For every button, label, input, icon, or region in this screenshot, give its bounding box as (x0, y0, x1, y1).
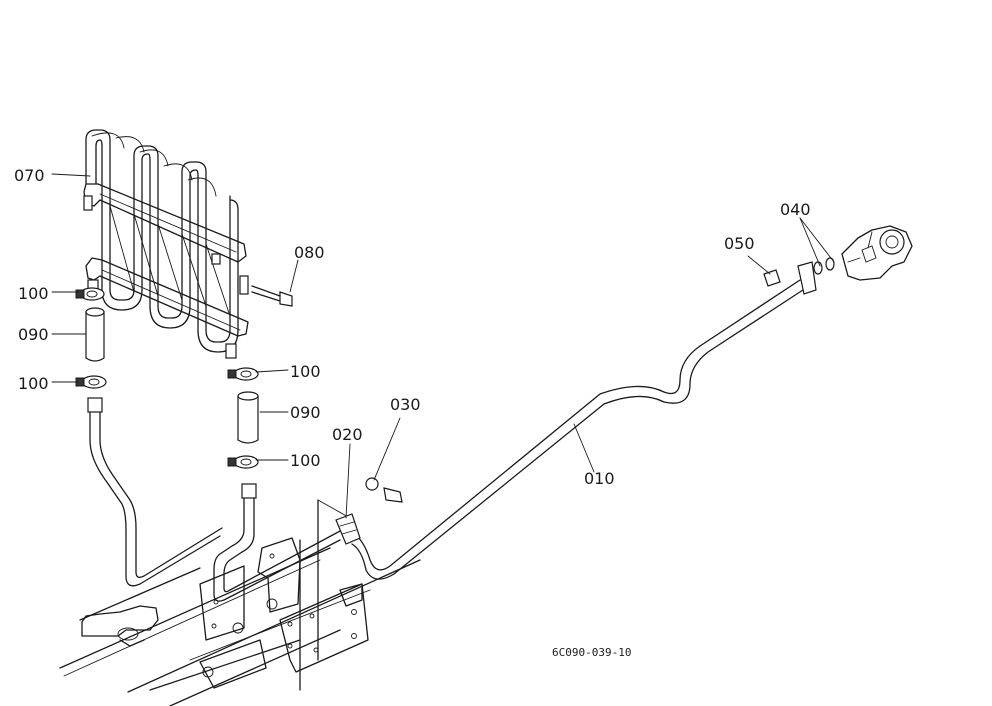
drawing-code: 6C090-039-10 (552, 646, 631, 659)
chassis-frame (59, 499, 421, 706)
label-070: 070 (14, 166, 45, 185)
label-010: 010 (584, 469, 615, 488)
oil-cooler (83, 129, 249, 359)
label-020: 020 (332, 425, 363, 444)
label-100-b: 100 (18, 374, 49, 393)
label-090-b: 090 (290, 403, 321, 422)
leader-lines (51, 173, 835, 519)
plug-030 (365, 477, 403, 503)
label-040: 040 (780, 200, 811, 219)
hoses (85, 307, 259, 444)
bolt-080 (251, 285, 293, 307)
label-090-a: 090 (18, 325, 49, 344)
label-050: 050 (724, 234, 755, 253)
main-pipe-010 (351, 279, 807, 580)
label-100-d: 100 (290, 451, 321, 470)
pump-assembly (763, 225, 913, 295)
label-100-a: 100 (18, 284, 49, 303)
label-080: 080 (294, 243, 325, 262)
fitting-020 (335, 513, 361, 545)
hose-clamps (75, 287, 259, 469)
return-pipes (87, 397, 343, 602)
label-100-c: 100 (290, 362, 321, 381)
label-030: 030 (390, 395, 421, 414)
